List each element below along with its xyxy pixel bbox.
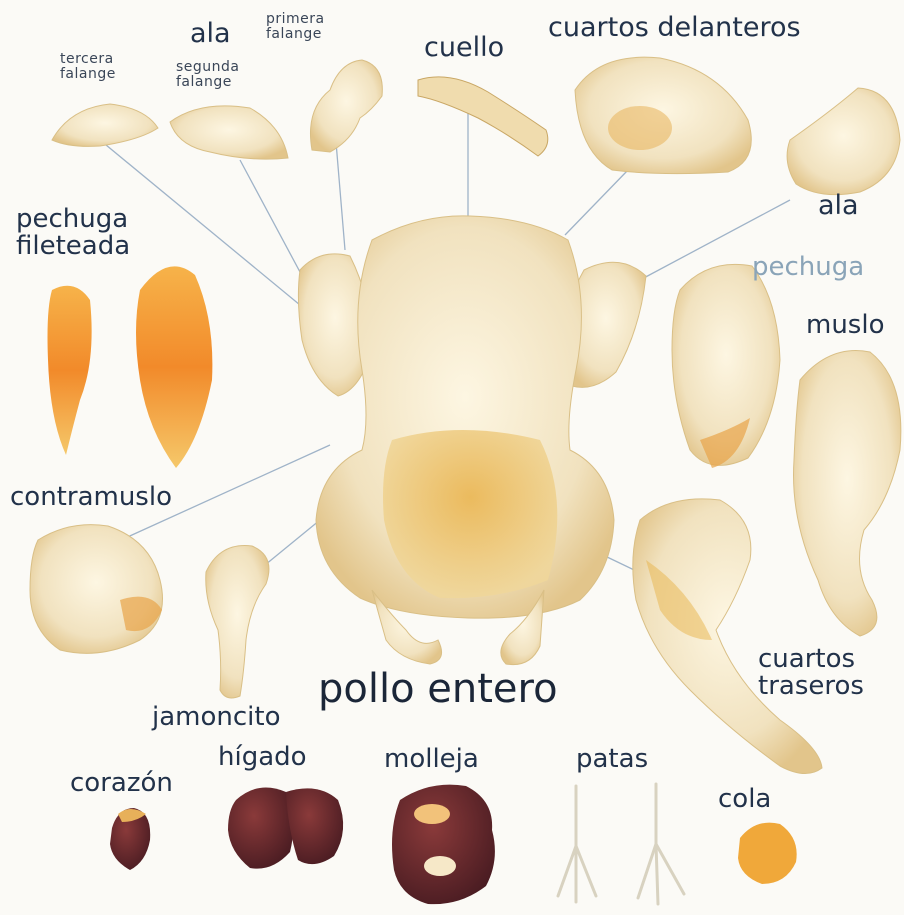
label-contramuslo: contramuslo [10,484,172,511]
cuello-piece [418,77,548,156]
patas-pieces [558,784,684,904]
label-corazon: corazón [70,770,173,797]
label-pechuga: pechuga [752,254,864,281]
label-cola: cola [718,786,771,813]
label-higado: hígado [218,744,307,771]
label-segunda-falange: segunda falange [176,60,240,89]
label-jamoncito: jamoncito [152,704,281,731]
label-cuello: cuello [424,34,504,62]
contramuslo-piece [30,525,163,654]
label-ala-right: ala [818,192,859,220]
label-cuartos-delanteros: cuartos delanteros [548,14,801,42]
label-cuartos-traseros: cuartos traseros [758,646,864,701]
higado-lobe-left [228,788,293,869]
cuartos-traseros-piece [633,499,822,774]
ala-piece-right [787,88,900,195]
diagram-title: pollo entero [318,668,558,710]
label-muslo: muslo [806,312,884,339]
jamoncito-piece [206,546,269,698]
label-patas: patas [576,746,648,773]
fillet-small [48,286,92,455]
tercera-falange-piece [52,104,158,146]
label-ala-top: ala [190,20,231,48]
whole-chicken [298,216,646,665]
muslo-piece [794,351,901,636]
higado-lobe-right [286,788,343,864]
primera-falange-piece [310,60,382,152]
fillet-large [136,266,212,468]
label-tercera-falange: tercera falange [60,52,116,81]
label-molleja: molleja [384,746,479,773]
segunda-falange-piece [170,106,288,159]
label-primera-falange: primera falange [266,12,325,41]
cola-piece [738,823,797,884]
label-pechuga-fileteada: pechuga fileteada [16,206,130,261]
molleja-piece [392,785,495,905]
